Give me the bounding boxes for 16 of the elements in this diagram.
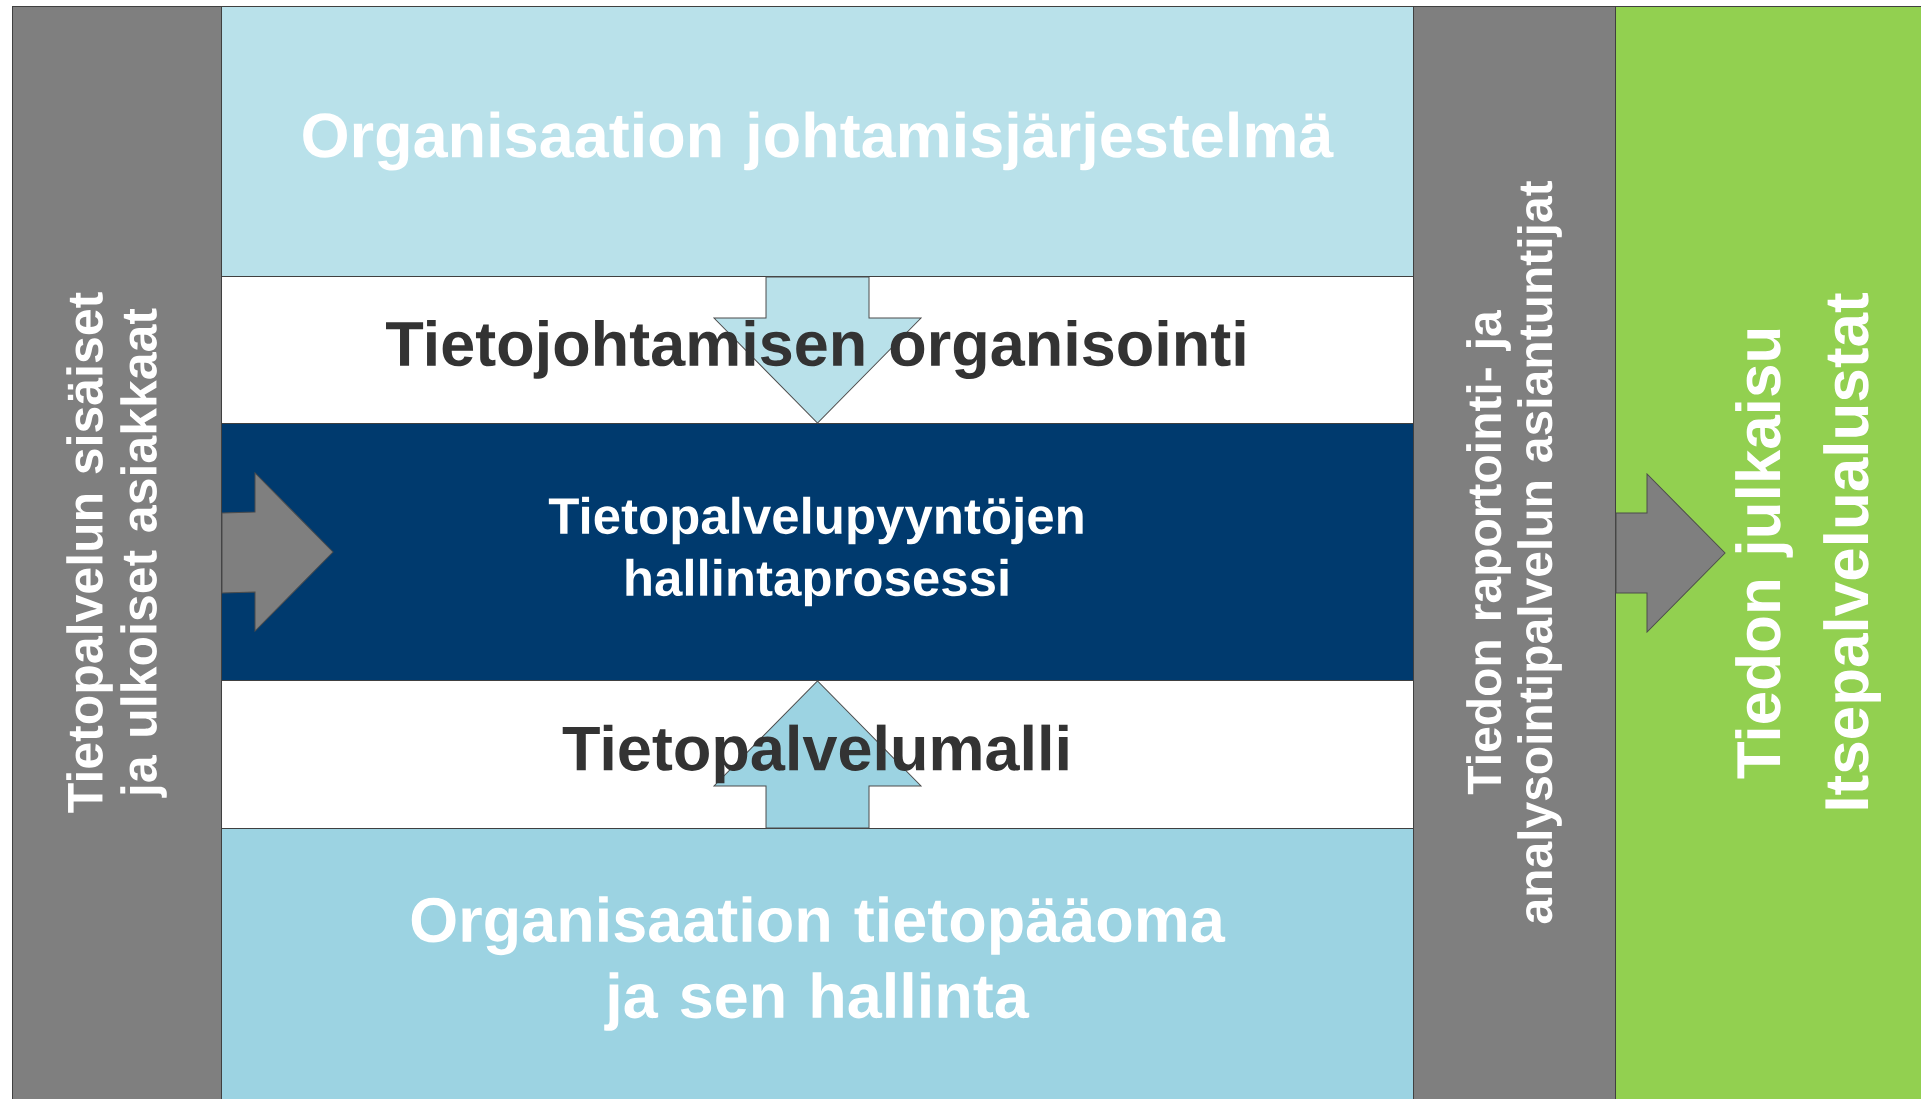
band-label: Tietopalvelupyyntöjen hallintaprosessi (548, 496, 1083, 607)
side-panel (1413, 6, 1616, 1099)
side-panel (1615, 6, 1921, 1099)
block-arrow (1615, 473, 1726, 633)
block-arrow (713, 276, 922, 424)
band-label: Organisaation tietopääoma ja sen hallinta (411, 896, 1226, 1031)
top-band (221, 6, 1414, 277)
band-label: Tiedon raportointi- ja analysointipalvelun asiantuntijat (1466, 180, 1562, 924)
block-arrow (221, 472, 334, 632)
band-label: Tietopalvelun sisäiset ja ulkoiset asiakkaat (66, 292, 167, 813)
band-label: Itsepalvelualustat (1823, 293, 1881, 809)
bottom-band (221, 828, 1414, 1099)
process-band (221, 423, 1414, 681)
band-label: Tiedon julkaisu (1735, 329, 1793, 779)
band-label: Organisaation johtamisjärjestelmä (303, 111, 1334, 171)
side-panel (12, 6, 222, 1099)
